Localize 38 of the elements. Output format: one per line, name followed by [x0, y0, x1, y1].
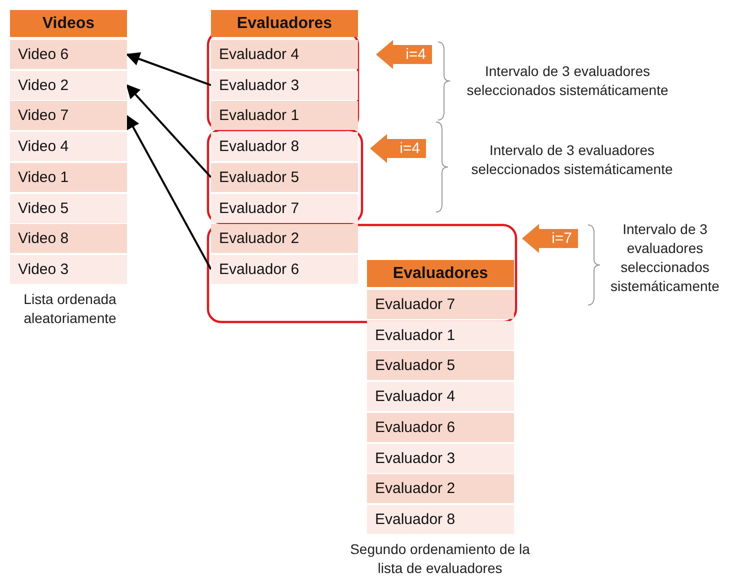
table-row: Video 1 — [10, 162, 127, 192]
table-row: Video 4 — [10, 132, 127, 162]
table-row: Evaluador 6 — [367, 412, 514, 442]
table-row: Evaluador 4 — [367, 382, 514, 412]
table-row: Evaluador 7 — [211, 194, 358, 222]
table-row: Evaluador 8 — [367, 504, 514, 534]
table-row: Evaluador 6 — [211, 254, 358, 284]
table-row: Video 3 — [10, 254, 127, 284]
table-row: Evaluador 1 — [211, 101, 358, 130]
table-row: Evaluador 7 — [367, 290, 514, 319]
table-row: Evaluador 2 — [211, 224, 358, 254]
table-header: Evaluadores — [367, 260, 514, 287]
arrow — [126, 52, 212, 86]
interval-note: Intervalo de 3 evaluadores seleccionados sistemáticamente — [610, 220, 720, 296]
table-row: Video 6 — [10, 40, 127, 69]
table-row: Video 5 — [10, 194, 127, 222]
list-caption: Lista ordenada aleatoriamente — [22, 290, 118, 328]
table-row: Evaluador 3 — [367, 444, 514, 472]
interval-arrow: i=7 — [522, 224, 578, 253]
arrow — [126, 114, 212, 270]
interval-note: Intervalo de 3 evaluadores seleccionados sistemáticamente — [470, 141, 674, 179]
table-row: Video 2 — [10, 70, 127, 100]
interval-arrow: i=4 — [376, 40, 432, 69]
interval-note: Intervalo de 3 evaluadores seleccionados sistemáticamente — [466, 62, 670, 100]
table-header: Videos — [10, 10, 127, 37]
arrow — [126, 84, 212, 178]
table-row: Video 8 — [10, 224, 127, 254]
table-row: Evaluador 4 — [211, 40, 358, 69]
table-row: Evaluador 5 — [211, 162, 358, 192]
table-row: Evaluador 8 — [211, 132, 358, 162]
table-header: Evaluadores — [211, 10, 358, 37]
table-row: Evaluador 1 — [367, 320, 514, 350]
list-caption: Segundo ordenamiento de la lista de evaluadores — [349, 540, 531, 578]
table-row: Evaluador 2 — [367, 474, 514, 504]
table-row: Video 7 — [10, 101, 127, 130]
table-row: Evaluador 5 — [367, 351, 514, 380]
interval-arrow: i=4 — [370, 134, 426, 163]
table-row: Evaluador 3 — [211, 70, 358, 100]
